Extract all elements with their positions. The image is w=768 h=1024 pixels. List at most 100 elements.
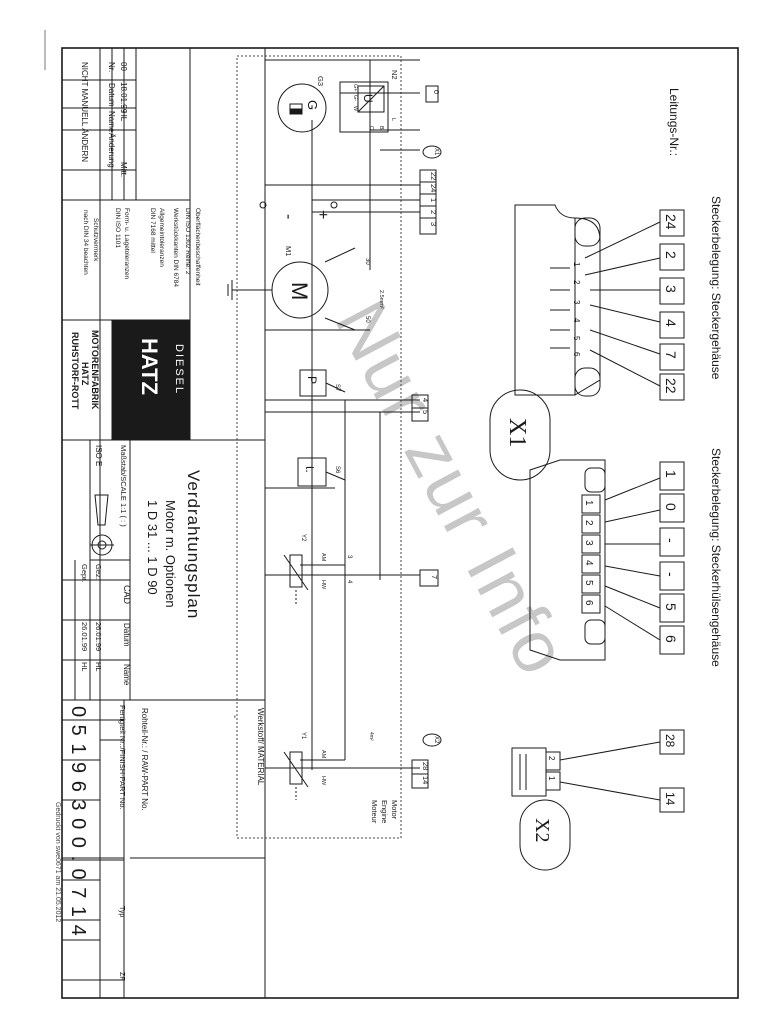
- s6-symbol: t.: [303, 466, 317, 473]
- x1-sleeve-pin-2: 2: [583, 520, 594, 526]
- finish-part-label: Fertigteil Nr.:/FINISH-PART No.: [118, 705, 127, 810]
- rev-header-name: Name: [107, 111, 116, 133]
- surface-line-2: DIN ISO 1302 Reihe: 2: [184, 208, 191, 275]
- company-line-1: MOTORENFABRIK: [90, 330, 100, 410]
- x1-sleeve-box-4: -: [663, 572, 679, 577]
- cad-row-gez-date: 26.01.99: [94, 622, 103, 651]
- x2-pin-2: 2: [547, 756, 556, 761]
- protection-line-1: Schutzvermerk: [92, 218, 99, 262]
- x1-strip-pin-2: 2: [429, 210, 438, 214]
- form-tolerance-line-1: Form- u. Lagetoleranzen: [123, 208, 130, 280]
- title-block: [62, 48, 266, 998]
- x1-housing-pin-3: 3: [572, 300, 581, 305]
- x1-housing-box-6: 22: [663, 378, 679, 394]
- y1-solenoid: [289, 751, 303, 785]
- motor-text-2: Engine: [380, 800, 389, 823]
- m1-label: M1: [284, 246, 293, 256]
- battery-plus-label: +: [314, 210, 331, 219]
- x1-housing-box-3: 3: [663, 285, 679, 293]
- y1-hw-label: HW: [320, 776, 326, 786]
- terminal-box-0: [425, 85, 439, 103]
- x2-label-oval: [519, 799, 571, 871]
- s6-label: S6: [334, 466, 340, 474]
- n2-label: N2: [390, 70, 399, 80]
- cad-header-cad: CAD: [122, 585, 132, 605]
- cad-header-date: Datum: [122, 623, 131, 647]
- x1-label-oval: [489, 389, 551, 481]
- x1-housing-pin-2: 2: [572, 280, 581, 285]
- x1-sleeve-box-6: 6: [663, 635, 679, 643]
- x1-strip-pin-24: 24: [429, 184, 438, 192]
- rev-header-mitt: Mitt.: [119, 162, 128, 177]
- x1-strip-tag-label: X1: [433, 148, 439, 156]
- cad-row-gepr-name: HL: [80, 662, 89, 672]
- n2-pin-gplus: G+: [352, 84, 358, 92]
- y2-hw-label: HW: [320, 580, 326, 590]
- x1-housing-pin-1: 1: [572, 262, 581, 267]
- rev-header-datum: Datum: [107, 83, 116, 107]
- x2-box-1: 28: [663, 734, 677, 748]
- y1-am-label: AM: [320, 750, 326, 759]
- motor-terminal-50: 50: [364, 316, 370, 323]
- y2-solenoid: [289, 554, 303, 588]
- x1-strip-pin-1: 1: [429, 198, 438, 202]
- x1-housing-title: Steckerbelegung: Steckergehäuse: [709, 196, 723, 380]
- motor-terminal-30: 30: [364, 258, 370, 265]
- line-number-label: Leitungs-Nr.:: [667, 88, 681, 156]
- x2-strip-pin-28: 28: [421, 762, 430, 770]
- wire-4m-label: 4m²: [368, 732, 374, 741]
- cad-row-gez-name: HL: [94, 662, 103, 672]
- y2-label: Y2: [300, 534, 306, 542]
- tolerance-line-1: Allgemeintoleranzen: [158, 208, 165, 267]
- x1-housing: [514, 204, 661, 397]
- raw-part-label: Rohteil-Nr.: / RAW-PART No.: [140, 708, 149, 811]
- x1-housing-boxes: [659, 209, 685, 401]
- x1-strip-pin-3: 3: [429, 222, 438, 226]
- u-symbol: U: [361, 94, 375, 103]
- edges-note: Werkstückkanten DIN 6784: [172, 208, 179, 287]
- hatz-logo: [111, 319, 191, 441]
- g3-generator: [277, 83, 327, 133]
- x1-sleeve-title: Steckerbelegung: Steckerhülsengehäuse: [709, 448, 723, 667]
- rev-header-nr: Nr.: [107, 62, 116, 72]
- rev-header-aenderung: Änderung: [107, 133, 116, 168]
- n2-pin-b: B: [378, 126, 384, 130]
- motor-text-3: Moteur: [370, 800, 379, 824]
- form-tolerance-line-2: DIN ISO 1101: [114, 208, 121, 248]
- rev-row-nr: 00: [119, 62, 128, 71]
- x1-sleeve-box-1: 1: [663, 470, 679, 478]
- x1-sleeve-pin-4: 4: [583, 560, 594, 566]
- battery-terminal-plus: [330, 201, 338, 209]
- watermark-text: Nur zur Info: [319, 287, 585, 688]
- tolerance-line-2: DIN 7168 mittel: [149, 208, 156, 253]
- terminal-box-7: [419, 569, 439, 587]
- n2-pin-w: W: [352, 106, 358, 112]
- no-manual-change-note: NICHT MANUELL ÄNDERN: [80, 62, 89, 162]
- x1-sleeve-box-2: 0: [663, 503, 679, 511]
- drawing-frame: [61, 47, 739, 999]
- cad-row-gez-label: Gez.: [94, 564, 103, 580]
- drawing-range: 1 D 31 ... 1 D 90: [145, 500, 160, 595]
- m-symbol: M: [287, 282, 312, 300]
- s7-symbol: P: [305, 376, 319, 384]
- terminal-7-label: 7: [430, 575, 439, 579]
- schematic: [227, 55, 442, 839]
- x1-sleeve-pin-6: 6: [583, 600, 594, 606]
- cad-header-name: Name: [122, 664, 131, 686]
- hatz-logo-text: HATZ: [137, 338, 162, 395]
- x1-oval-label: X1: [504, 418, 530, 447]
- x1-housing-pin-6: 6: [572, 352, 581, 357]
- x1-strip-tag: [422, 145, 442, 159]
- x1-housing-box-4: 4: [663, 319, 679, 327]
- material-dash: -: [229, 715, 240, 718]
- battery-minus-label: -: [280, 214, 297, 219]
- y2-pin-3: 3: [346, 555, 352, 559]
- printed-by-note: Gedruckt von swe0671 am 21.05.2012: [54, 802, 61, 922]
- company-line-3: RUHSTORF-ROTT: [70, 332, 80, 410]
- part-number: 0 5 1 9 6 3 0 0 . 0 7 1 4: [67, 706, 89, 937]
- x1-sleeve-box-3: -: [663, 538, 679, 543]
- x2-connector: [511, 729, 685, 813]
- terminal-0-label: 0: [432, 90, 441, 94]
- x2-oval-label: X2: [531, 818, 553, 842]
